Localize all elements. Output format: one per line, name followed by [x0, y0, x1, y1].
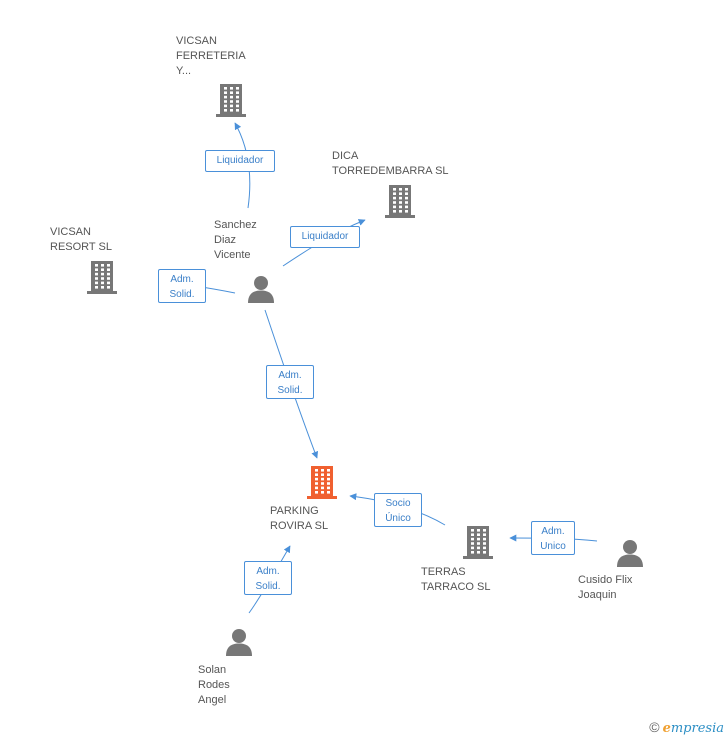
relation-badge-line: Único	[385, 513, 411, 524]
building-icon-holder[interactable]	[305, 465, 339, 501]
relation-badge-line: Solid.	[255, 581, 281, 592]
person-icon	[248, 276, 274, 303]
person-icon	[617, 540, 643, 567]
relation-badge[interactable]: Liquidador	[290, 226, 360, 248]
relation-badge[interactable]: Adm. Solid.	[158, 269, 206, 303]
node-label-line: TARRACO SL	[421, 581, 491, 593]
relation-badge-line: Liquidador	[301, 231, 349, 242]
building-icon-holder[interactable]	[214, 83, 248, 119]
relation-badge-line: Socio	[385, 498, 411, 509]
person-icon-holder[interactable]	[224, 627, 254, 657]
relation-badge-line: Adm.	[170, 274, 194, 285]
building-icon-holder[interactable]	[85, 260, 119, 296]
person-icon-holder[interactable]	[246, 274, 276, 304]
building-icon	[307, 466, 337, 499]
relation-badge-line: Solid.	[277, 385, 303, 396]
node-label-line: PARKING	[270, 505, 319, 517]
node-label-line: Sanchez	[214, 219, 257, 231]
node-label-line: FERRETERIA	[176, 50, 246, 62]
person-icon-holder[interactable]	[615, 538, 645, 568]
relation-badge[interactable]: Adm. Unico	[531, 521, 575, 555]
relation-badge-line: Unico	[540, 541, 566, 552]
building-icon	[87, 261, 117, 294]
node-label-line: Angel	[198, 694, 227, 706]
relation-badge[interactable]: Liquidador	[205, 150, 275, 172]
node-label[interactable]: TERRAS TARRACO SL	[421, 565, 531, 595]
node-label-line: RESORT SL	[50, 241, 112, 253]
person-icon	[226, 629, 252, 656]
node-label-line: DICA	[332, 150, 359, 162]
relation-badge-line: Adm.	[256, 566, 280, 577]
node-label-line: Diaz	[214, 234, 237, 246]
relation-badge[interactable]: Adm. Solid.	[244, 561, 292, 595]
building-icon-holder[interactable]	[383, 184, 417, 220]
node-label[interactable]: VICSAN FERRETERIA Y...	[176, 34, 286, 79]
node-label-line: Vicente	[214, 249, 251, 261]
relation-badge-line: Liquidador	[216, 155, 264, 166]
node-label-line: Solan	[198, 664, 227, 676]
node-label-line: TERRAS	[421, 566, 466, 578]
relation-badge-line: Adm.	[541, 526, 565, 537]
copyright-symbol: ©	[649, 719, 660, 735]
node-label[interactable]: PARKING ROVIRA SL	[270, 504, 370, 534]
building-icon	[385, 185, 415, 218]
node-label-line: VICSAN	[176, 35, 217, 47]
node-label[interactable]: VICSAN RESORT SL	[50, 225, 150, 255]
node-label-line: TORREDEMBARRA SL	[332, 165, 449, 177]
node-label[interactable]: DICA TORREDEMBARRA SL	[332, 149, 462, 179]
building-icon	[463, 526, 493, 559]
node-label-line: VICSAN	[50, 226, 91, 238]
node-label-line: Y...	[176, 65, 192, 77]
node-label-line: Joaquin	[578, 589, 617, 601]
building-icon	[216, 84, 246, 117]
relation-badge-line: Solid.	[169, 289, 195, 300]
node-label-line: Cusido Flix	[578, 574, 633, 586]
node-label-line: ROVIRA SL	[270, 520, 329, 532]
footer-brand: ©empresia	[649, 719, 724, 736]
relation-badge[interactable]: Adm. Solid.	[266, 365, 314, 399]
node-label-line: Rodes	[198, 679, 230, 691]
relation-badge-line: Adm.	[278, 370, 302, 381]
empresia-logo: empresia	[662, 721, 724, 736]
building-icon-holder[interactable]	[461, 525, 495, 561]
